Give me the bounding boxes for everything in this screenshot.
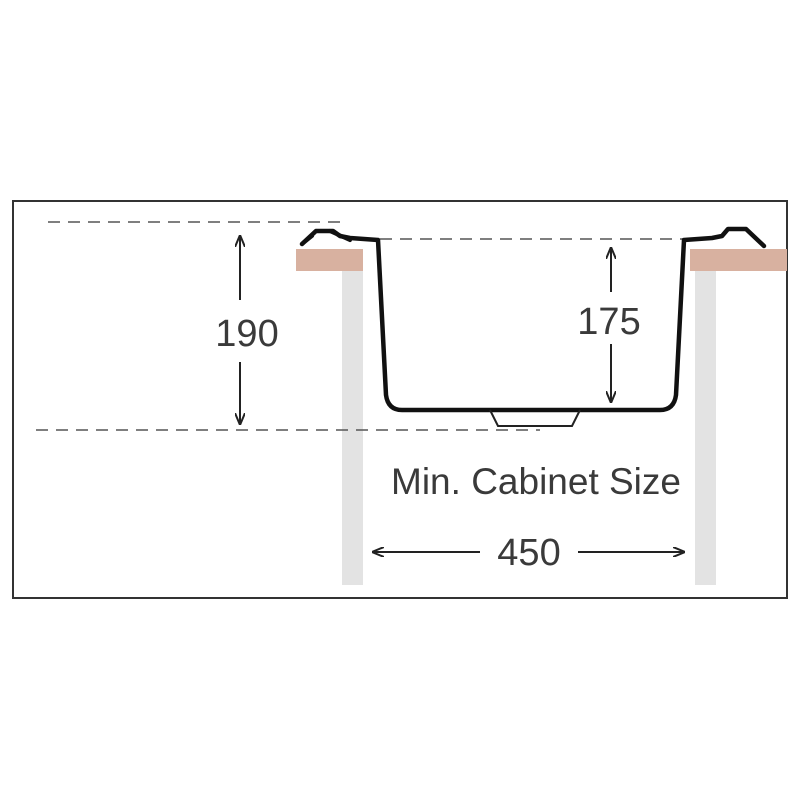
label-bowl-depth: 175 (577, 301, 640, 343)
countertop-left (296, 249, 363, 271)
sink-drain (489, 409, 581, 427)
label-overall-depth: 190 (215, 313, 278, 355)
cabinet-side-left (342, 271, 363, 585)
cabinet-side-right (695, 271, 716, 585)
diagram-frame (12, 200, 788, 599)
countertop-right (690, 249, 787, 271)
sink-rim-left (300, 229, 352, 246)
sink-outline (299, 226, 767, 413)
label-min-cabinet-size: Min. Cabinet Size (391, 461, 681, 502)
label-cabinet-width: 450 (497, 532, 560, 574)
